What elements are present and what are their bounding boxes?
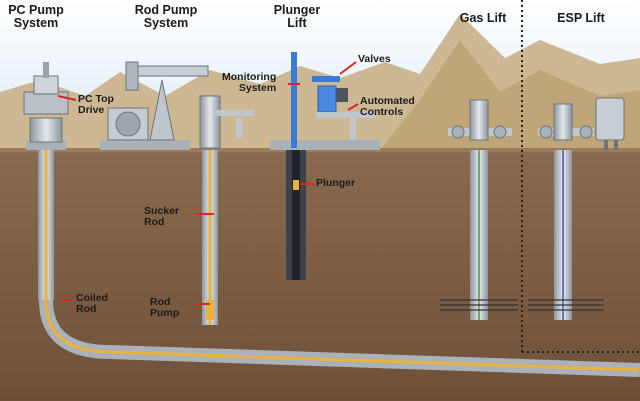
header-plunger-line2: Lift [287, 16, 307, 31]
label-monitoring-line1: Monitoring [222, 71, 277, 83]
header-rod-pump-line2: System [143, 16, 189, 31]
pc-pump-system [23, 62, 640, 377]
label-sucker-rod: Sucker Rod [144, 205, 180, 229]
label-sucker-rod-line1: Sucker [144, 205, 180, 217]
label-coiled-rod-line2: Rod [76, 303, 97, 316]
label-rod-pump-line1: Rod [150, 296, 171, 308]
label-sucker-rod-line2: Rod [144, 216, 165, 229]
label-pc-top-drive-line2: Drive [78, 104, 105, 117]
label-monitoring-line2: System [238, 82, 277, 95]
label-rod-pump: Rod Pump [150, 296, 180, 320]
label-plunger: Plunger [316, 177, 356, 189]
esp-lift-system [528, 97, 625, 320]
label-pc-top-drive-line1: PC Top [78, 93, 114, 105]
header-plunger-line1: Plunger [273, 3, 321, 17]
label-coiled-rod-line1: Coiled [76, 292, 109, 304]
header-rod-pump: Rod Pump System [124, 3, 208, 31]
header-gas-lift: Gas Lift [459, 11, 507, 25]
label-automated-line1: Automated [360, 95, 415, 107]
header-plunger: Plunger Lift [262, 3, 332, 31]
header-pc-pump-line1: PC Pump [8, 3, 64, 17]
header-pc-pump: PC Pump System [0, 3, 72, 31]
label-monitoring-system: Monitoring System [222, 71, 277, 95]
header-esp-lift: ESP Lift [557, 11, 605, 25]
header-rod-pump-line1: Rod Pump [134, 3, 198, 17]
label-automated-line2: Controls [360, 106, 404, 119]
rod-pump-system [100, 61, 254, 325]
gas-lift-system [440, 99, 518, 320]
label-coiled-rod: Coiled Rod [76, 292, 109, 316]
label-rod-pump-line2: Pump [150, 307, 180, 320]
label-pc-top-drive: PC Top Drive [78, 93, 114, 117]
callout-lines [57, 61, 359, 305]
header-pc-pump-line2: System [13, 16, 59, 31]
label-automated-controls: Automated Controls [360, 95, 415, 119]
mountain-ridge [380, 40, 640, 150]
label-valves: Valves [358, 53, 391, 65]
plunger-lift-system [270, 52, 380, 280]
